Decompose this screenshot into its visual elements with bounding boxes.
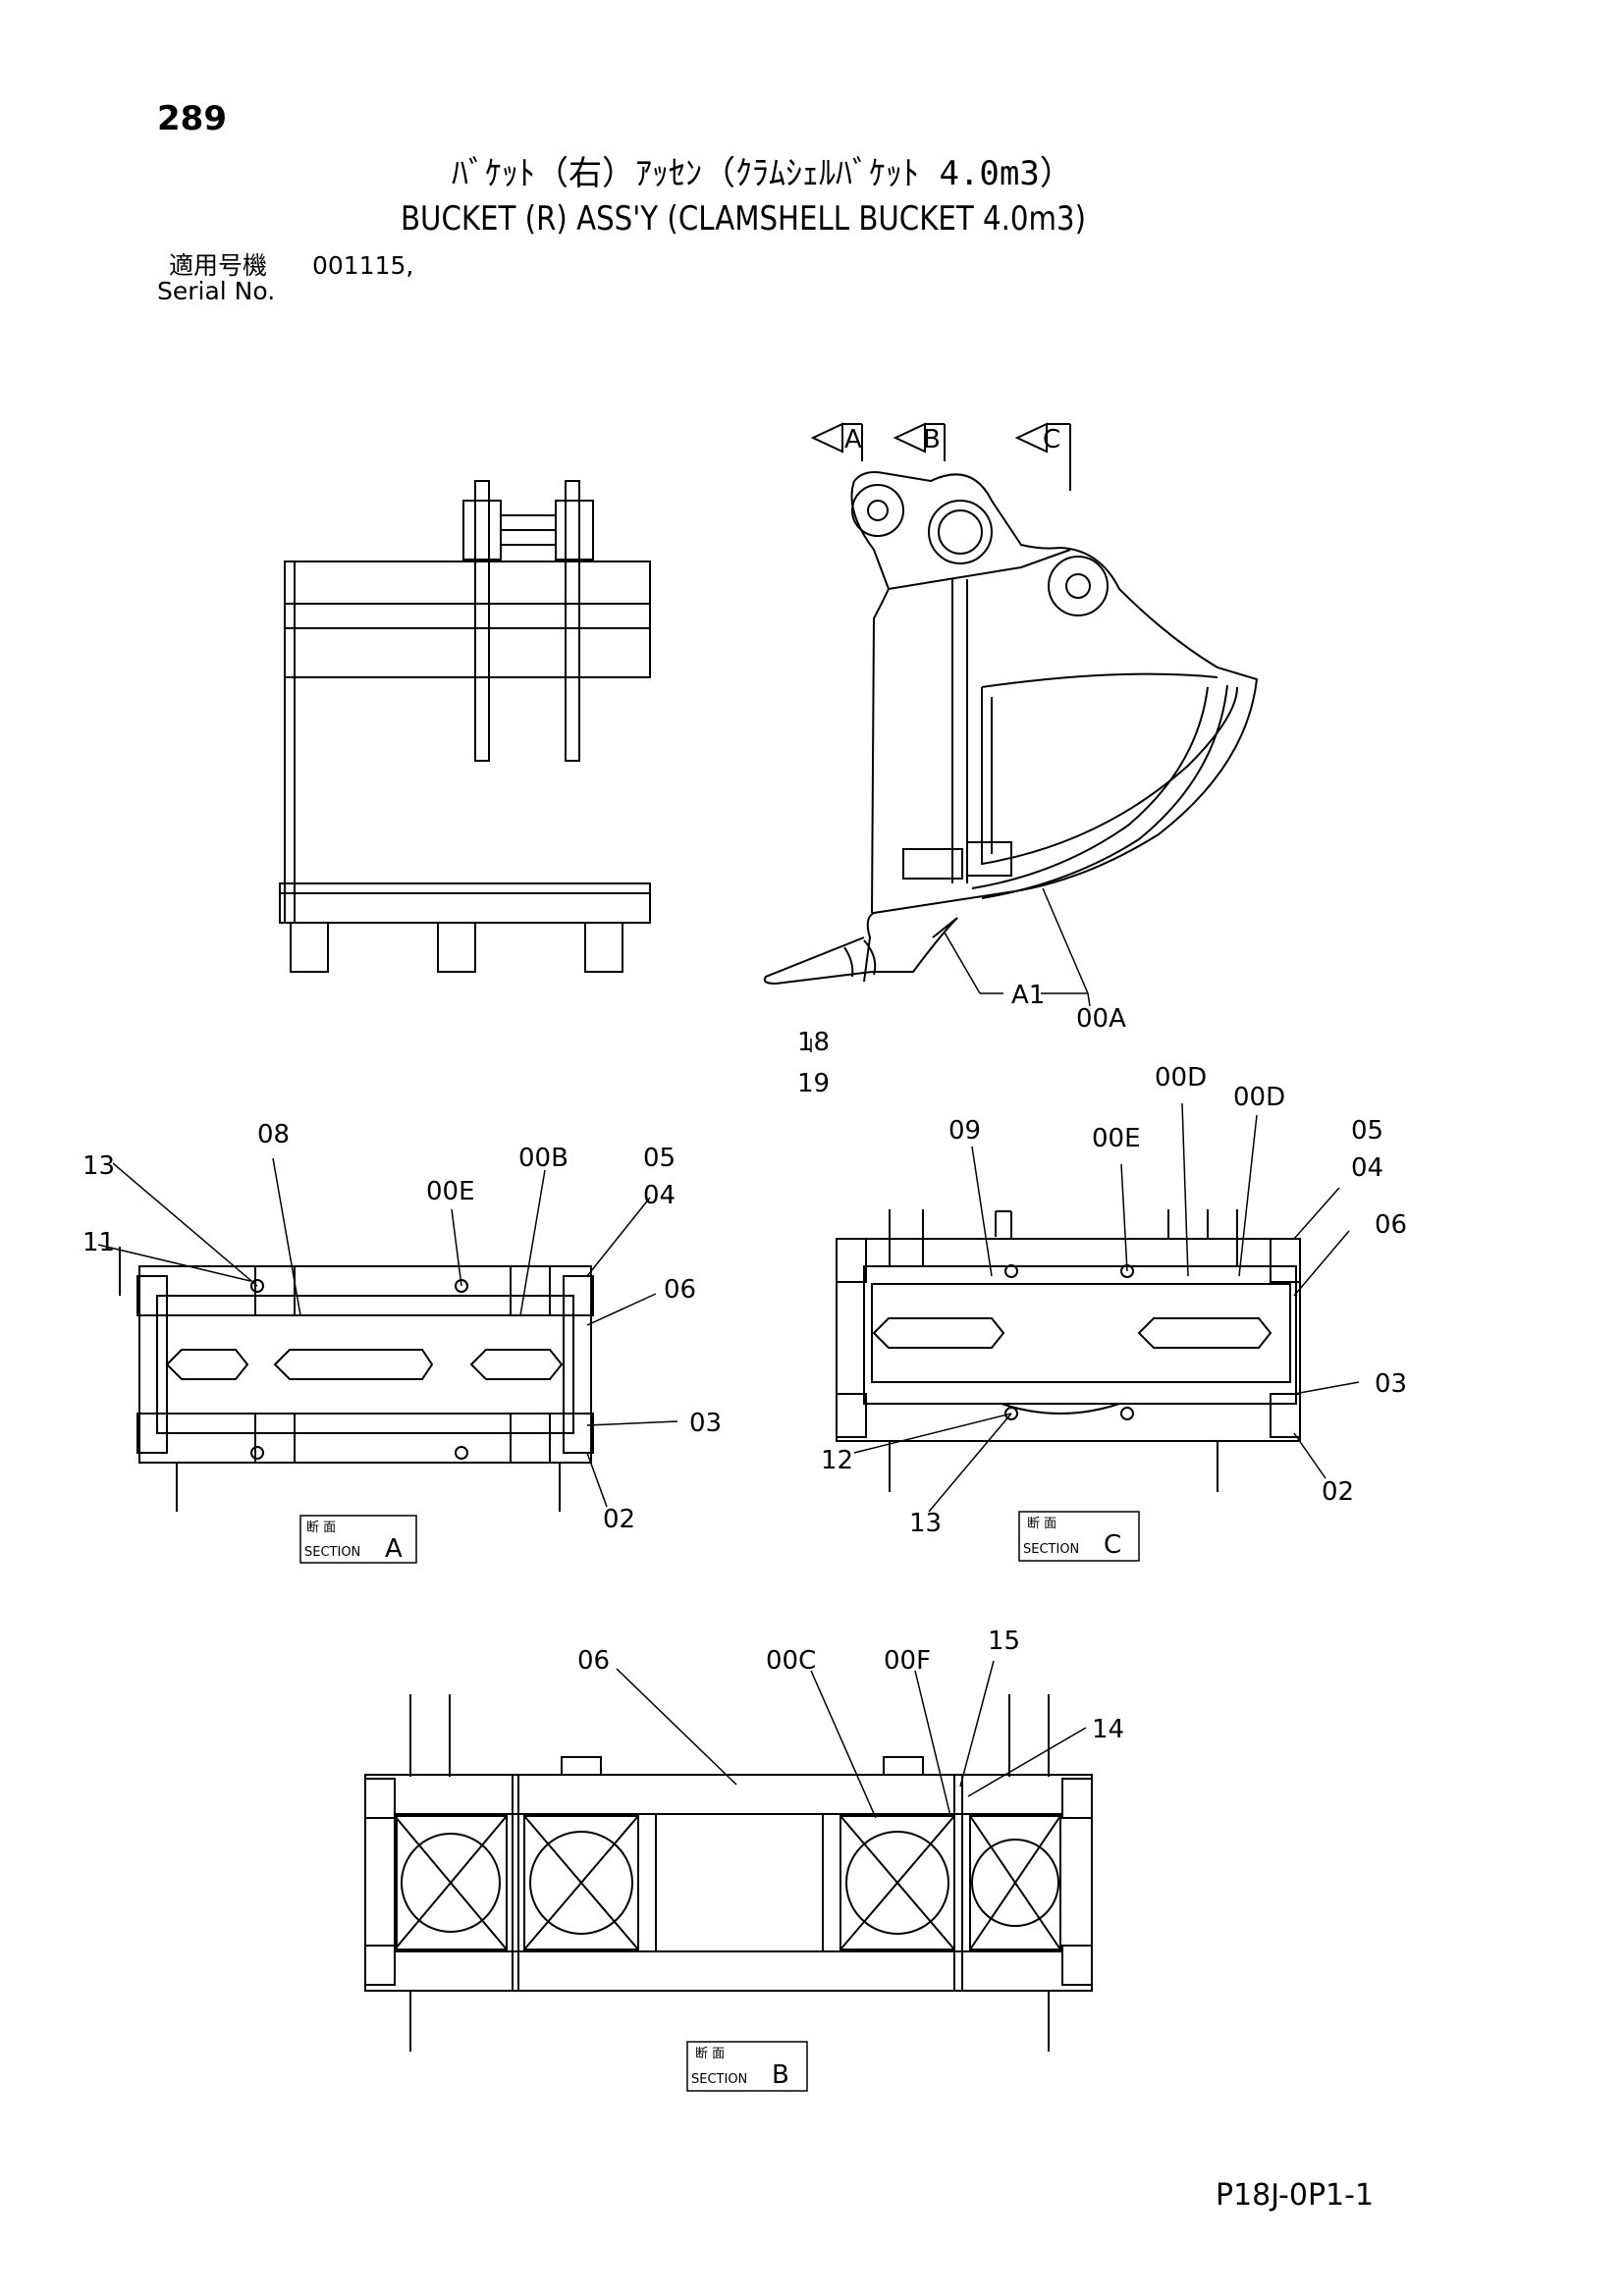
section-c-callout-05: 05	[1351, 1116, 1383, 1146]
section-b-callout-15: 15	[988, 1627, 1020, 1656]
section-a-callout-05: 05	[643, 1144, 676, 1173]
document-code: P18J-0P1-1	[1216, 2178, 1375, 2213]
section-a-callout-11: 11	[82, 1228, 115, 1257]
section-a-callout-13: 13	[82, 1151, 115, 1181]
section-a-label: 断 面 SECTION A	[299, 1515, 417, 1564]
callout-00a: 00A	[1076, 1004, 1126, 1034]
section-a-callout-04: 04	[643, 1181, 676, 1210]
view-marker-a: A	[844, 425, 862, 454]
svg-text:SECTION: SECTION	[1023, 1542, 1079, 1557]
section-a-leaders	[97, 1157, 678, 1508]
section-b-leaders	[616, 1660, 1087, 1819]
section-a-view	[119, 1247, 594, 1512]
section-c-callout-02: 02	[1322, 1477, 1354, 1507]
page-number: 289	[157, 99, 227, 138]
section-c-callout-04: 04	[1351, 1153, 1383, 1183]
section-b-view	[364, 1694, 1093, 2052]
bucket-side-view	[763, 422, 1259, 986]
section-b-callout-00c: 00C	[766, 1646, 816, 1676]
section-c-callout-00d-a: 00D	[1155, 1063, 1207, 1093]
section-c-callout-03: 03	[1375, 1369, 1407, 1399]
view-marker-c: C	[1043, 425, 1060, 454]
section-c-callout-06: 06	[1375, 1210, 1407, 1240]
section-a-callout-08: 08	[257, 1120, 290, 1149]
svg-text:C: C	[1104, 1530, 1121, 1560]
svg-text:SECTION: SECTION	[304, 1545, 360, 1560]
serial-label-english: Serial No.	[157, 277, 276, 305]
title-english: BUCKET (R) ASS'Y (CLAMSHELL BUCKET 4.0m3…	[401, 199, 1087, 239]
serial-label-japanese: 適用号機	[169, 251, 268, 280]
serial-number-value: 001115,	[312, 251, 414, 280]
callout-19: 19	[797, 1069, 830, 1098]
callout-18: 18	[797, 1028, 830, 1057]
svg-text:断 面: 断 面	[695, 2047, 725, 2061]
section-c-callout-13: 13	[909, 1509, 942, 1538]
view-marker-b: B	[923, 425, 941, 454]
main-view-leaders	[810, 887, 1091, 1052]
section-c-view	[836, 1209, 1301, 1492]
section-a-callout-00e: 00E	[426, 1177, 475, 1206]
section-c-leaders	[853, 1102, 1360, 1513]
svg-text:B: B	[772, 2060, 789, 2090]
svg-text:断 面: 断 面	[1027, 1517, 1056, 1531]
section-a-callout-02: 02	[603, 1505, 635, 1534]
svg-text:SECTION: SECTION	[691, 2072, 747, 2087]
section-c-callout-00d-b: 00D	[1233, 1083, 1285, 1112]
section-c-callout-00e: 00E	[1092, 1124, 1141, 1153]
callout-a1: A1	[1011, 981, 1045, 1010]
section-c-callout-12: 12	[821, 1446, 853, 1475]
bucket-front-view	[279, 480, 651, 973]
section-a-callout-00b: 00B	[518, 1144, 568, 1173]
section-b-callout-14: 14	[1092, 1715, 1124, 1744]
section-a-callout-06: 06	[664, 1275, 696, 1305]
section-c-label: 断 面 SECTION C	[1018, 1511, 1140, 1562]
section-b-label: 断 面 SECTION B	[686, 2041, 808, 2092]
section-a-callout-03: 03	[689, 1409, 722, 1438]
section-b-callout-06: 06	[577, 1646, 610, 1676]
section-c-callout-09: 09	[948, 1116, 981, 1146]
section-b-callout-00f: 00F	[884, 1646, 931, 1676]
title-japanese: ﾊﾞｹｯﾄ（右）ｱｯｾﾝ（ｸﾗﾑｼｪﾙﾊﾞｹｯﾄ 4.0m3）	[452, 154, 1073, 193]
svg-text:A: A	[385, 1534, 403, 1564]
svg-text:断 面: 断 面	[306, 1521, 336, 1535]
